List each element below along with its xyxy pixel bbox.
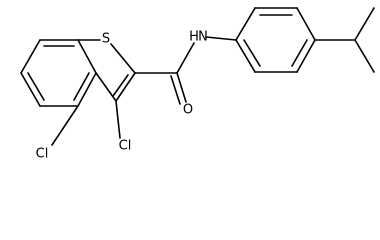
bond-ar4-ar5-inner	[291, 39, 308, 67]
bond-carbonyl-nitrogen	[176, 42, 195, 74]
bond-c5-c6-inner	[27, 72, 45, 101]
chlorine-3-label: Cl	[119, 139, 132, 154]
bond-c4-cl	[51, 105, 79, 146]
bonds	[20, 7, 375, 146]
bond-c2-c3-inner	[112, 74, 129, 97]
bond-nitrogen-aryl	[205, 36, 237, 41]
carbonyl-oxygen-label: O	[183, 103, 193, 118]
bond-c3a-c4	[77, 72, 97, 107]
bond-c3-c3a	[95, 72, 117, 102]
sulfur-atom-label: S	[102, 32, 110, 47]
bond-ar6-ar1-inner	[243, 39, 261, 67]
bond-c3a-c4-inner	[73, 72, 90, 101]
bond-c5-c6	[20, 72, 41, 107]
bond-isopropyl-methyl-1	[354, 7, 375, 41]
atom-labels: S H N O Cl Cl	[36, 30, 208, 162]
bond-ar4-ar5	[296, 39, 316, 73]
bond-s-c2	[110, 43, 136, 74]
bond-carbonyl-oxygen-double	[170, 75, 181, 105]
bond-isopropyl-methyl-2	[354, 39, 375, 73]
bond-ar6-ar1	[235, 39, 256, 73]
chemical-structure-diagram: S H N O Cl Cl	[20, 7, 375, 162]
bond-ar1-ar2	[235, 7, 256, 41]
bond-c7a-c3a	[77, 39, 97, 74]
chlorine-4-label: Cl	[36, 147, 49, 162]
amide-nitrogen-label: N	[198, 30, 208, 45]
bond-carbonyl-oxygen	[176, 72, 187, 103]
bond-ar3-ar4	[296, 7, 316, 41]
bond-c3-cl	[115, 100, 121, 139]
bond-c6-c7	[20, 39, 41, 74]
bond-c2-c3	[115, 72, 136, 102]
amide-hydrogen-label: H	[189, 30, 199, 45]
